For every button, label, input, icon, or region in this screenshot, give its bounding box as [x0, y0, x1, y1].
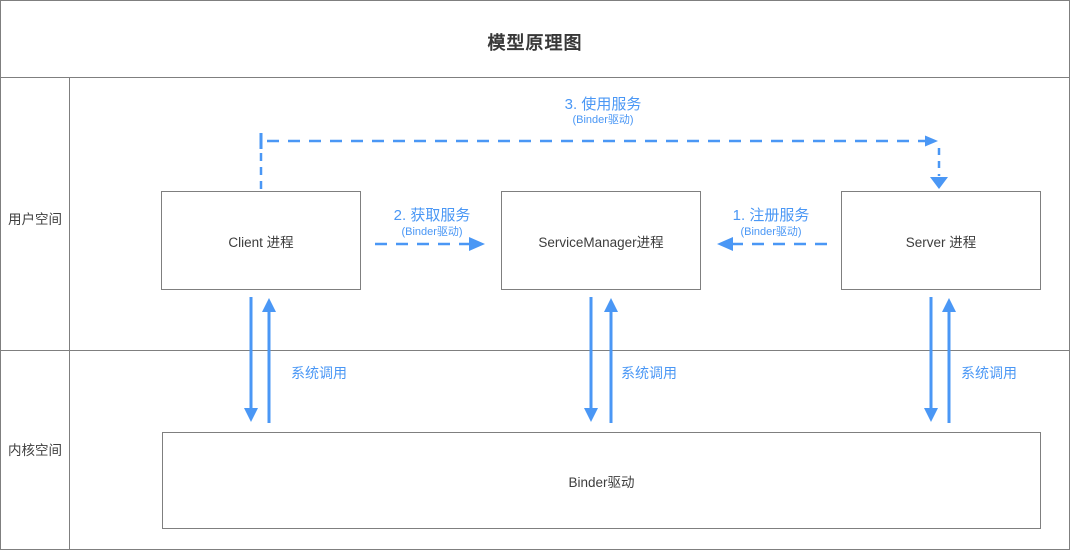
node-client-label: Client 进程: [228, 234, 294, 250]
syscall-arrows-servicemanager: [584, 297, 618, 423]
edge-label-register-service: 1. 注册服务: [732, 207, 810, 224]
node-binder-driver: Binder驱动: [162, 432, 1041, 529]
title-separator-line: [1, 76, 1069, 78]
syscall-arrows-client: [244, 297, 276, 423]
node-server-process: Server 进程: [841, 191, 1041, 290]
node-servicemanager-process: ServiceManager进程: [501, 191, 701, 290]
lane-label-user-space: 用户空间: [8, 212, 62, 227]
diagram-title: 模型原理图: [487, 33, 583, 53]
lane-label-kernel-space: 内核空间: [8, 443, 62, 458]
node-servicemanager-label: ServiceManager进程: [538, 234, 664, 250]
edge-use-service-dashed-route: [259, 133, 948, 189]
user-kernel-separator-line: [1, 349, 1069, 352]
lane-label-separator-line: [68, 76, 70, 549]
edge-sublabel-register-service: (Binder驱动): [740, 226, 802, 238]
edge-label-get-service: 2. 获取服务: [393, 207, 471, 224]
register-service-arrowhead: [717, 237, 733, 251]
syscall-label-servicemanager: 系统调用: [621, 365, 677, 381]
get-service-arrowhead: [469, 237, 485, 251]
edge-label-use-service: 3. 使用服务: [564, 96, 642, 113]
syscall-label-server: 系统调用: [961, 365, 1017, 381]
syscall-arrows-server: [924, 297, 956, 423]
node-server-label: Server 进程: [905, 234, 977, 250]
syscall-label-client: 系统调用: [291, 365, 347, 381]
use-service-right-arrowhead: [925, 135, 938, 147]
edge-sublabel-use-service: (Binder驱动): [572, 114, 634, 126]
edge-register-service-arrow: [717, 237, 827, 251]
edge-sublabel-get-service: (Binder驱动): [401, 226, 463, 238]
node-binder-label: Binder驱动: [568, 474, 635, 490]
edge-get-service-arrow: [375, 237, 485, 251]
use-service-down-arrowhead: [930, 177, 948, 189]
node-client-process: Client 进程: [161, 191, 361, 290]
